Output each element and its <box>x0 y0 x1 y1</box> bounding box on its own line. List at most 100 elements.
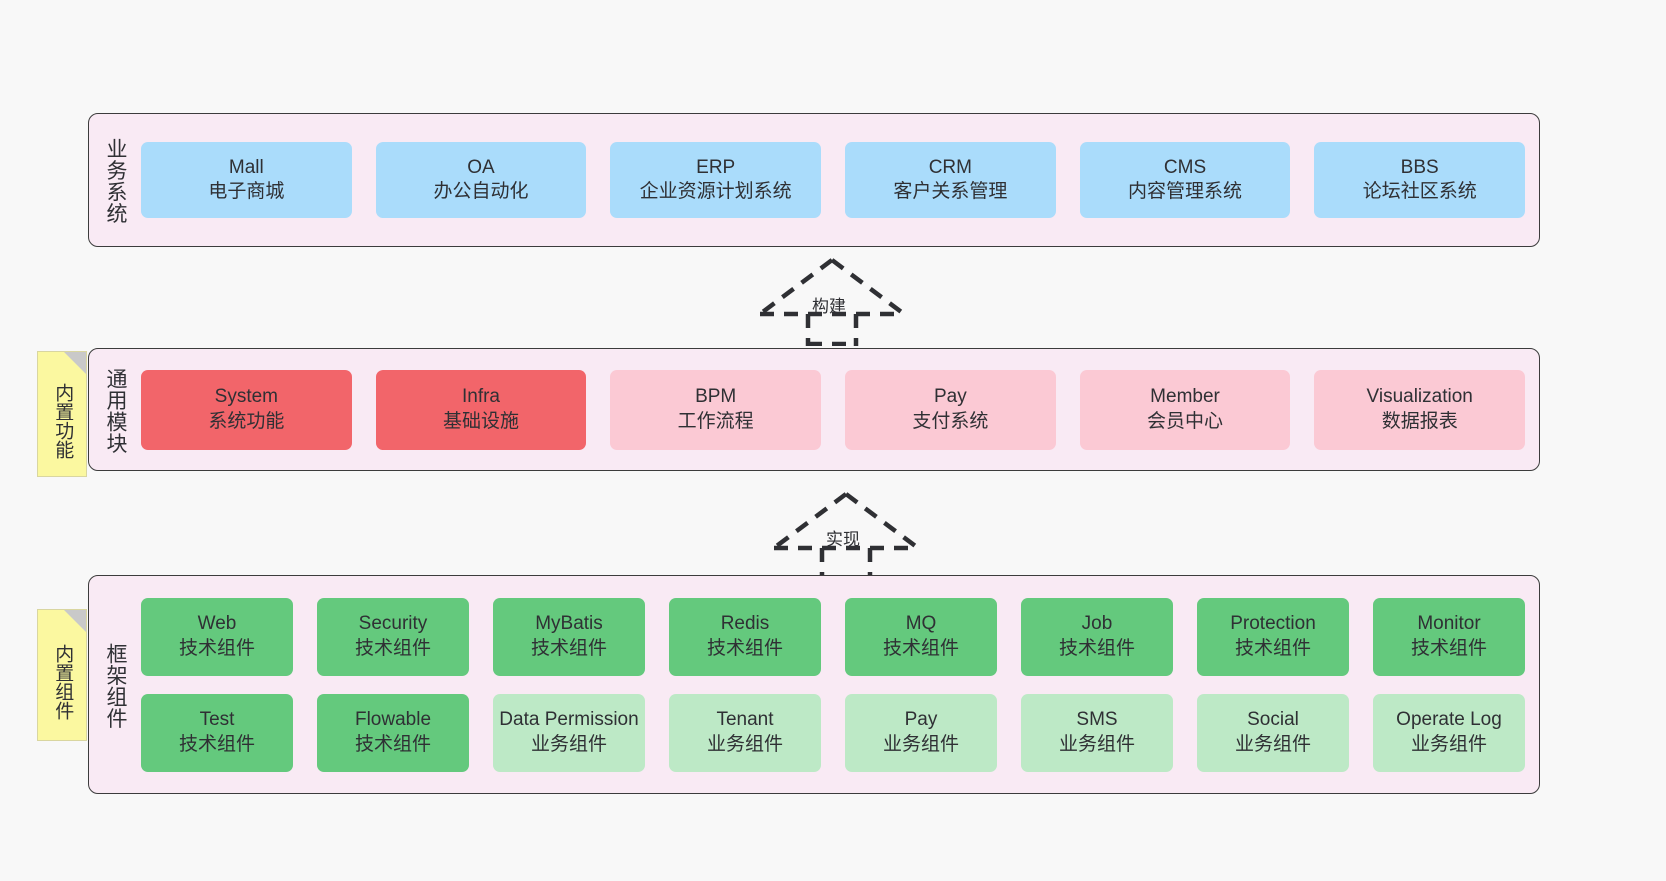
card-title-en: Social <box>1247 709 1299 731</box>
layer-body-business: Mall 电子商城 OA 办公自动化 ERP 企业资源计划系统 CRM 客户关系… <box>141 114 1539 246</box>
card-social[interactable]: Social 业务组件 <box>1197 693 1349 772</box>
card-title-cn: 数据报表 <box>1381 410 1458 432</box>
card-monitor[interactable]: Monitor 技术组件 <box>1373 597 1525 676</box>
card-row: System 系统功能 Infra 基础设施 BPM 工作流程 Pay 支付系统… <box>141 369 1526 450</box>
card-mybatis[interactable]: MyBatis 技术组件 <box>493 597 645 676</box>
card-title-cn: 会员中心 <box>1147 410 1224 432</box>
card-title-en: OA <box>467 156 495 178</box>
card-title-cn: 技术组件 <box>354 637 431 659</box>
card-title-cn: 技术组件 <box>530 637 607 659</box>
card-title-cn: 工作流程 <box>677 410 754 432</box>
layer-body-common: System 系统功能 Infra 基础设施 BPM 工作流程 Pay 支付系统… <box>141 349 1539 470</box>
layer-body-frame: Web 技术组件 Security 技术组件 MyBatis 技术组件 Redi… <box>141 576 1539 793</box>
card-title-en: BBS <box>1400 156 1439 178</box>
card-title-en: System <box>214 386 279 408</box>
card-row: Web 技术组件 Security 技术组件 MyBatis 技术组件 Redi… <box>141 597 1525 676</box>
card-title-en: Pay <box>904 709 938 731</box>
card-title-en: Test <box>199 709 235 731</box>
sticky-note-builtin-function: 内置功能 <box>37 351 87 477</box>
card-title-en: Job <box>1081 613 1113 635</box>
card-title-en: MyBatis <box>535 613 603 635</box>
layer-business-systems: 业务系统 Mall 电子商城 OA 办公自动化 ERP 企业资源计划系统 CRM… <box>88 113 1540 247</box>
card-title-cn: 内容管理系统 <box>1128 181 1243 202</box>
card-title-cn: 技术组件 <box>354 733 431 755</box>
card-title-cn: 论坛社区系统 <box>1362 181 1477 202</box>
card-member[interactable]: Member 会员中心 <box>1079 369 1291 450</box>
card-bbs[interactable]: BBS 论坛社区系统 <box>1314 142 1526 218</box>
card-title-en: ERP <box>696 156 736 178</box>
card-title-en: Visualization <box>1366 386 1473 408</box>
card-mall[interactable]: Mall 电子商城 <box>141 142 352 218</box>
card-title-cn: 电子商城 <box>208 181 285 202</box>
card-web[interactable]: Web 技术组件 <box>141 597 293 676</box>
card-test[interactable]: Test 技术组件 <box>141 693 293 772</box>
card-title-cn: 技术组件 <box>178 733 255 755</box>
card-title-cn: 技术组件 <box>706 637 783 659</box>
card-title-cn: 技术组件 <box>1410 637 1487 659</box>
sticky-note-builtin-component: 内置组件 <box>37 609 87 741</box>
card-title-en: Security <box>358 613 428 635</box>
sticky-note-label: 内置组件 <box>52 644 74 720</box>
card-title-en: Infra <box>461 386 501 408</box>
card-title-en: Protection <box>1230 613 1316 635</box>
card-title-en: Data Permission <box>499 709 639 731</box>
card-job[interactable]: Job 技术组件 <box>1021 597 1173 676</box>
card-visualization[interactable]: Visualization 数据报表 <box>1314 369 1526 450</box>
card-title-en: MQ <box>905 613 937 635</box>
card-flowable[interactable]: Flowable 技术组件 <box>317 693 469 772</box>
card-redis[interactable]: Redis 技术组件 <box>669 597 821 676</box>
layer-title-common: 通用模块 <box>104 367 128 454</box>
card-sms[interactable]: SMS 业务组件 <box>1021 693 1173 772</box>
card-title-cn: 支付系统 <box>912 410 989 432</box>
card-erp[interactable]: ERP 企业资源计划系统 <box>610 142 822 218</box>
card-title-cn: 客户关系管理 <box>893 181 1008 202</box>
card-crm[interactable]: CRM 客户关系管理 <box>845 142 1056 218</box>
card-title-cn: 办公自动化 <box>433 181 529 202</box>
layer-framework-components: 框架组件 Web 技术组件 Security 技术组件 MyBatis 技术组件… <box>88 575 1540 794</box>
card-title-en: CRM <box>928 156 972 178</box>
card-title-cn: 系统功能 <box>208 410 285 432</box>
card-title-en: Monitor <box>1417 613 1481 635</box>
card-infra[interactable]: Infra 基础设施 <box>375 369 587 450</box>
layer-title-business: 业务系统 <box>104 138 128 224</box>
card-bpm[interactable]: BPM 工作流程 <box>610 369 822 450</box>
card-title-cn: 业务组件 <box>1410 733 1487 755</box>
card-security[interactable]: Security 技术组件 <box>317 597 469 676</box>
card-cms[interactable]: CMS 内容管理系统 <box>1079 142 1291 218</box>
card-title-cn: 技术组件 <box>1058 637 1135 659</box>
sticky-fold-corner-icon <box>64 352 86 374</box>
card-title-en: SMS <box>1076 709 1118 731</box>
card-row: Test 技术组件 Flowable 技术组件 Data Permission … <box>141 693 1525 772</box>
card-protection[interactable]: Protection 技术组件 <box>1197 597 1349 676</box>
sticky-note-label: 内置功能 <box>52 383 74 459</box>
card-title-en: BPM <box>695 386 737 408</box>
card-operate-log[interactable]: Operate Log 业务组件 <box>1373 693 1525 772</box>
card-system[interactable]: System 系统功能 <box>141 369 352 450</box>
card-title-cn: 技术组件 <box>882 637 959 659</box>
card-title-cn: 技术组件 <box>178 637 255 659</box>
card-row: Mall 电子商城 OA 办公自动化 ERP 企业资源计划系统 CRM 客户关系… <box>141 142 1526 218</box>
card-title-en: Operate Log <box>1396 709 1502 731</box>
card-title-cn: 业务组件 <box>882 733 959 755</box>
card-pay-business[interactable]: Pay 业务组件 <box>845 693 997 772</box>
arrow-label-build: 构建 <box>812 297 846 316</box>
card-title-cn: 业务组件 <box>530 733 607 755</box>
card-title-en: CMS <box>1163 156 1207 178</box>
card-title-en: Tenant <box>716 709 774 731</box>
arrow-build-generalization <box>758 258 906 346</box>
card-data-permission[interactable]: Data Permission 业务组件 <box>493 693 645 772</box>
card-mq[interactable]: MQ 技术组件 <box>845 597 997 676</box>
card-title-en: Web <box>197 613 237 635</box>
card-pay[interactable]: Pay 支付系统 <box>845 369 1056 450</box>
card-title-cn: 技术组件 <box>1234 637 1311 659</box>
arrow-label-implement: 实现 <box>826 530 860 549</box>
card-title-cn: 业务组件 <box>706 733 783 755</box>
card-title-cn: 企业资源计划系统 <box>639 181 792 202</box>
card-title-en: Flowable <box>354 709 432 731</box>
layer-common-modules: 通用模块 System 系统功能 Infra 基础设施 BPM 工作流程 Pay… <box>88 348 1540 471</box>
card-oa[interactable]: OA 办公自动化 <box>375 142 587 218</box>
card-title-en: Mall <box>228 156 264 178</box>
card-tenant[interactable]: Tenant 业务组件 <box>669 693 821 772</box>
card-title-en: Pay <box>933 386 967 408</box>
